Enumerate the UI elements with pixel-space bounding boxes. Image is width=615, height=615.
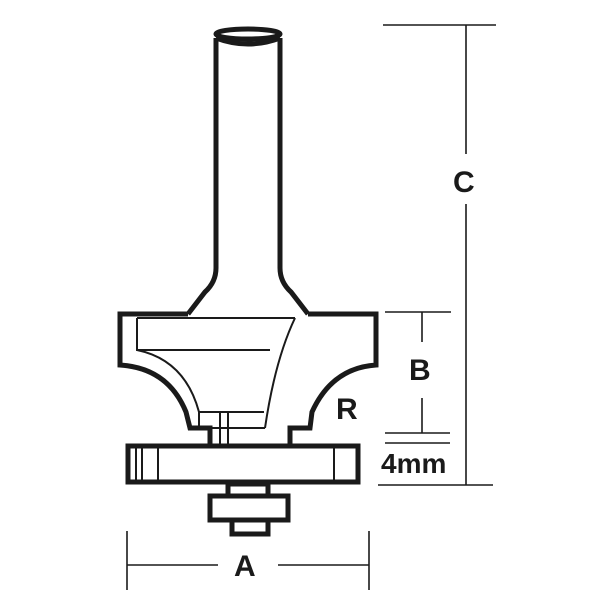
- bearing: [207, 481, 291, 537]
- label-b: B: [409, 354, 431, 387]
- dimension-a: [126, 531, 370, 590]
- label-c: C: [453, 166, 475, 199]
- label-4mm: 4mm: [381, 448, 447, 479]
- cutter-body: [117, 311, 379, 444]
- flange-plate: [125, 443, 361, 485]
- label-r: R: [336, 393, 358, 426]
- shank: [186, 26, 310, 316]
- dimension-b: [385, 311, 451, 434]
- label-a: A: [234, 550, 256, 583]
- dimension-c: [378, 24, 496, 486]
